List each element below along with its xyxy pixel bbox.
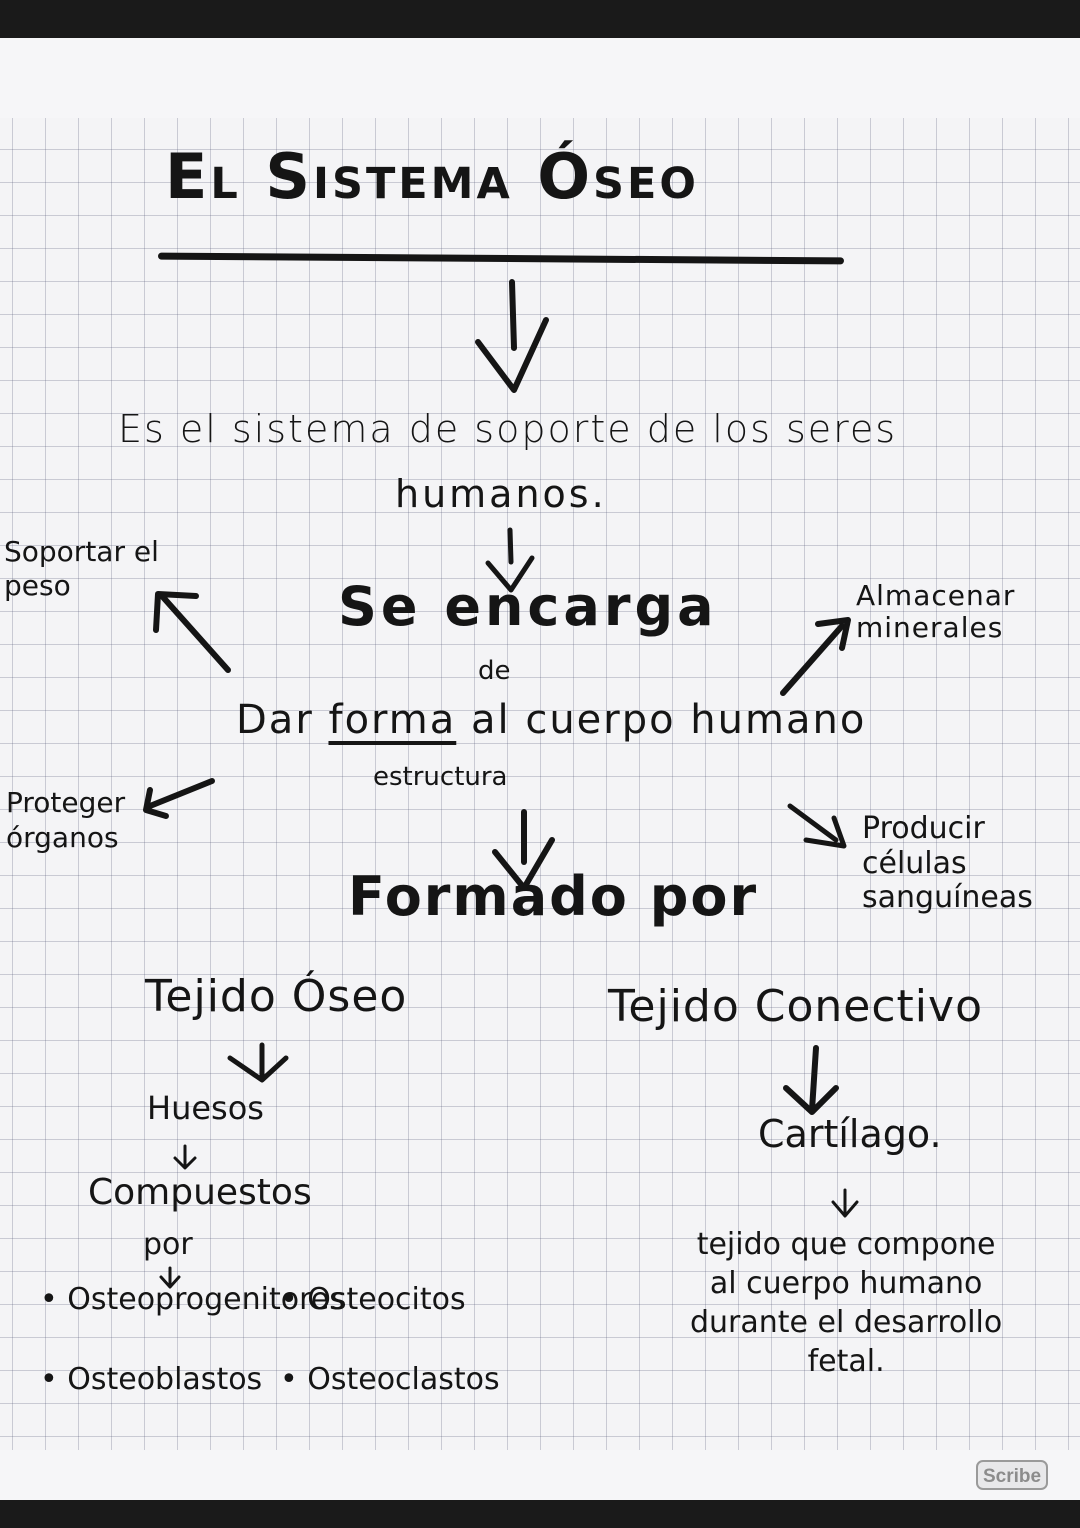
arrow-title-to-definition [475,279,549,393]
definition-line-1: Es el sistema de soporte de los seres [118,407,898,451]
function-protect-organs: Proteger órganos [6,786,126,854]
arrow-to-produce-blood-cells [787,803,847,849]
grid-paper [0,38,1080,1500]
composed-label: Compuestos [88,1172,312,1213]
connective-tissue-label: Tejido Conectivo [608,981,983,1032]
cell-type-osteoblasts: • Osteoblastos [40,1362,263,1397]
arrow-definition-to-role [485,527,535,593]
arrow-huesos-to-composed [173,1144,197,1170]
arrow-to-protect-organs [143,778,215,819]
definition-line-2: humanos. [395,472,607,516]
cell-type-osteoprogenitors: • Osteoprogenitores [40,1282,345,1317]
bone-tissue-label: Tejido Óseo [145,971,408,1022]
cartilage-label: Cartílago. [758,1112,942,1156]
scribe-watermark-badge: Scribe [976,1460,1048,1490]
arrow-cartilage-to-description [831,1188,859,1218]
arrow-por-to-cells [159,1266,181,1289]
main-function-prefix: Dar [236,697,314,743]
arrow-to-store-minerals [780,617,851,696]
function-support-weight: Soportar el peso [4,535,159,602]
cartilage-description: tejido que compone al cuerpo humano dura… [690,1227,1003,1379]
bones-label: Huesos [147,1089,264,1127]
arrow-to-support-weight [153,591,231,673]
function-produce-blood-cells: Producir células sanguíneas [862,811,1033,915]
arrow-function-to-composition [492,809,555,891]
main-function-underlined: forma [328,697,457,743]
cell-type-osteoclasts: • Osteoclastos [280,1362,500,1397]
arrow-to-bone-tissue [227,1042,289,1083]
composition-heading: Formado por [348,865,759,928]
main-function-note: estructura [373,762,508,792]
main-function: Dar forma al cuerpo humano [236,700,866,740]
page-title: El Sistema Óseo [165,140,699,213]
composed-by-label: por [143,1227,193,1262]
cell-type-osteocytes: • Osteocitos [280,1282,466,1317]
main-function-suffix: al cuerpo humano [470,697,867,743]
function-store-minerals: Almacenar minerales [856,579,1016,645]
role-heading: Se encarga [338,575,718,638]
arrow-to-connective-tissue [783,1045,839,1115]
role-connector: de [478,656,511,686]
